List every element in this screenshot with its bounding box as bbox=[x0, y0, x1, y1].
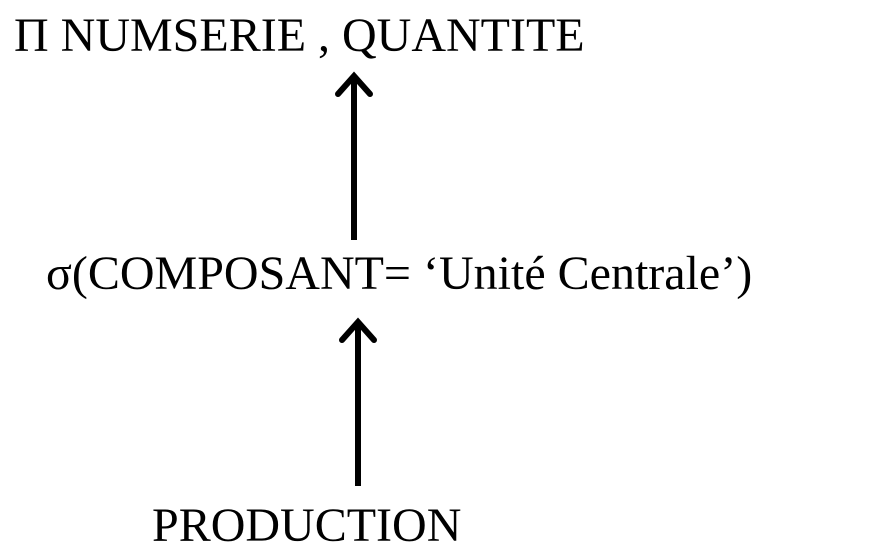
arrow-head bbox=[339, 317, 377, 343]
relation-node: PRODUCTION bbox=[152, 499, 462, 552]
arrow-relation-to-selection-icon bbox=[339, 317, 377, 486]
arrow-selection-to-projection-icon bbox=[335, 71, 373, 240]
projection-node: Π NUMSERIE , QUANTITE bbox=[14, 9, 585, 62]
selection-node: σ(COMPOSANT= ‘Unité Centrale’) bbox=[46, 247, 753, 300]
arrow-head bbox=[335, 71, 373, 97]
